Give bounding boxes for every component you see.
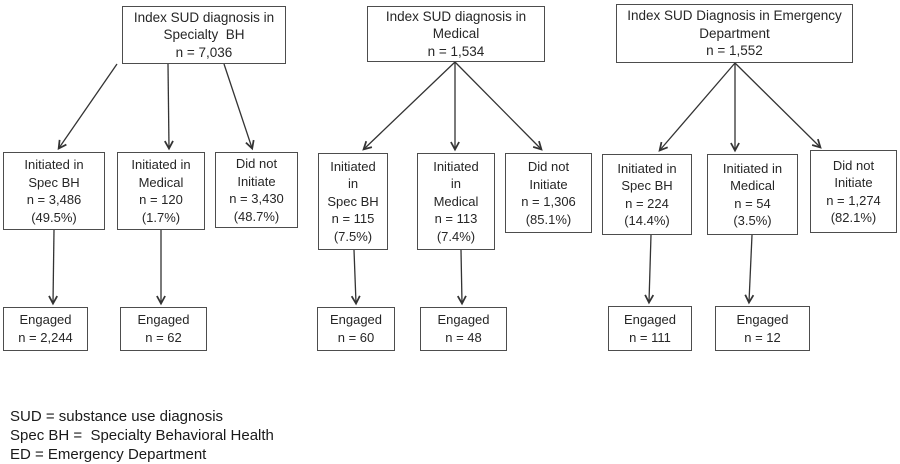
root-box-medical: Index SUD diagnosis in Medical n = 1,534 — [367, 6, 545, 62]
g3-engaged-medical-box: Engaged n = 12 — [715, 306, 810, 351]
legend-line-spec-bh: Spec BH = Specialty Behavioral Health — [10, 427, 274, 444]
arrow-g3-root-to-didnot — [734, 62, 822, 149]
g2-box-initiated-medical: Initiated in Medical n = 113 (7.4%) — [417, 153, 495, 250]
arrow-g1-root-to-specbh — [57, 63, 118, 151]
arrow-g2-medical-to-engaged — [457, 249, 467, 306]
g3-box-initiated-medical: Initiated in Medical n = 54 (3.5%) — [707, 154, 798, 235]
g1-engaged-spec-bh-box: Engaged n = 2,244 — [3, 307, 88, 351]
g1-box-initiated-medical: Initiated in Medical n = 120 (1.7%) — [117, 152, 205, 230]
arrow-g2-root-to-didnot — [454, 61, 543, 151]
root-box-specialty-bh: Index SUD diagnosis in Specialty BH n = … — [122, 6, 286, 64]
g3-engaged-spec-bh-box: Engaged n = 111 — [608, 306, 692, 351]
arrow-g1-root-to-didnot — [223, 63, 255, 151]
root-box-emergency-department: Index SUD Diagnosis in Emergency Departm… — [616, 4, 853, 63]
legend-line-sud: SUD = substance use diagnosis — [10, 408, 224, 425]
arrow-g3-specbh-to-engaged — [644, 234, 655, 305]
arrow-g1-specbh-to-engaged — [48, 229, 58, 306]
legend-line-ed: ED = Emergency Department — [10, 446, 207, 463]
arrow-g2-specbh-to-engaged — [350, 249, 361, 306]
g1-engaged-medical-box: Engaged n = 62 — [120, 307, 207, 351]
g1-box-did-not-initiate: Did not Initiate n = 3,430 (48.7%) — [215, 152, 298, 228]
g1-box-initiated-spec-bh: Initiated in Spec BH n = 3,486 (49.5%) — [3, 152, 105, 230]
arrow-g3-medical-to-engaged — [744, 234, 755, 305]
g3-box-did-not-initiate: Did not Initiate n = 1,274 (82.1%) — [810, 150, 897, 233]
g2-engaged-medical-box: Engaged n = 48 — [420, 307, 507, 351]
arrow-g3-root-to-specbh — [658, 62, 736, 152]
abbreviation-legend: SUD = substance use diagnosis Spec BH = … — [10, 407, 274, 464]
arrow-g2-root-to-specbh — [362, 61, 456, 151]
g2-box-initiated-spec-bh: Initiated in Spec BH n = 115 (7.5%) — [318, 153, 388, 250]
g2-engaged-spec-bh-box: Engaged n = 60 — [317, 307, 395, 351]
g3-box-initiated-spec-bh: Initiated in Spec BH n = 224 (14.4%) — [602, 154, 692, 235]
g2-box-did-not-initiate: Did not Initiate n = 1,306 (85.1%) — [505, 153, 592, 233]
arrow-g1-root-to-medical — [164, 63, 174, 151]
